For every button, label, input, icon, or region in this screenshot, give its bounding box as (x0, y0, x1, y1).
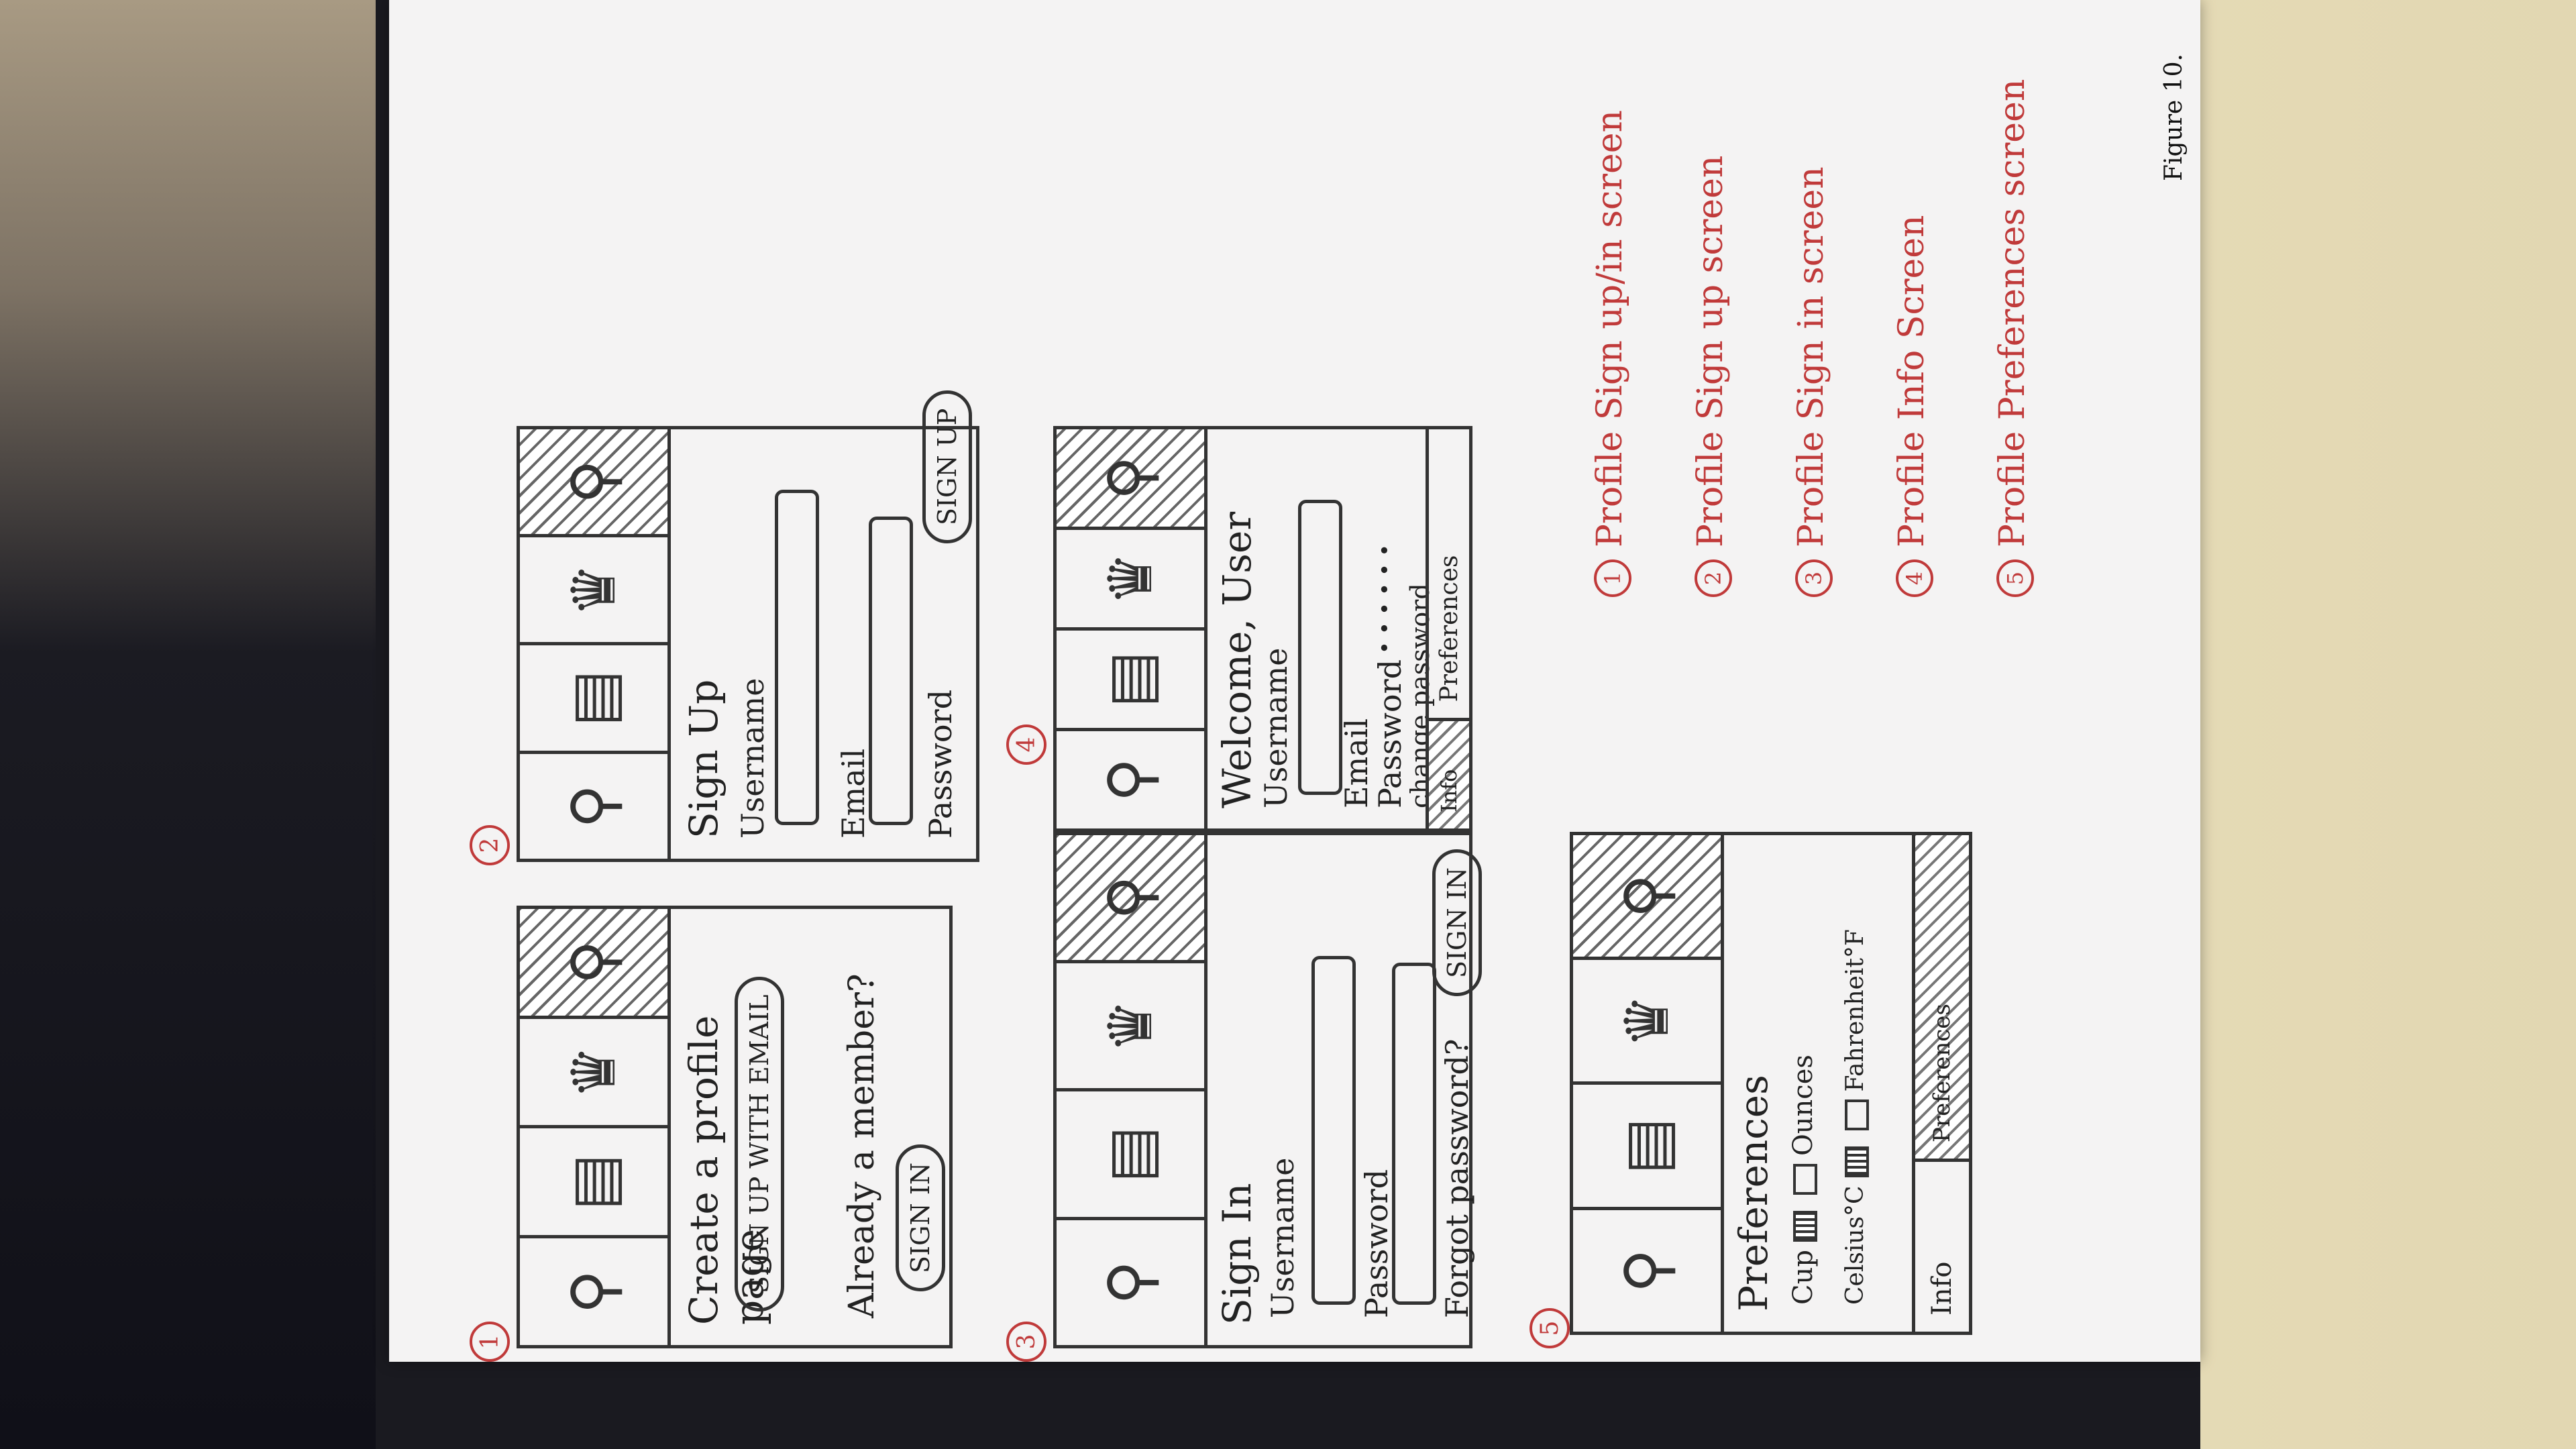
tab-info[interactable]: Info (1915, 1159, 1969, 1332)
fahrenheit-label: Fahrenheit°F (1841, 929, 1869, 1092)
bottom-tab-bar: Info Preferences (1426, 429, 1469, 828)
password-input[interactable] (1392, 963, 1436, 1305)
password-label: Password (922, 689, 959, 839)
profile-icon[interactable]: ⚲ (1057, 835, 1204, 961)
tab-preferences[interactable]: Preferences (1915, 835, 1969, 1159)
tab-bar: ⚲ ▤ ♛ ⚲ (520, 429, 671, 859)
screen-number-5: 5 (1529, 1308, 1570, 1348)
tab-bar: ⚲ ▤ ♛ ⚲ (520, 909, 671, 1345)
forgot-password-link[interactable]: Forgot password? (1439, 1038, 1475, 1318)
celsius-label: Celsius°C (1841, 1185, 1869, 1305)
legend-item-1: 1Profile Sign up/in screen (1590, 110, 1631, 597)
tab-bar: ⚲ ▤ ♛ ⚲ (1057, 835, 1208, 1345)
search-icon[interactable]: ⚲ (520, 1235, 667, 1345)
profile-icon[interactable]: ⚲ (520, 429, 667, 535)
legend-item-2: 2Profile Sign up screen (1690, 156, 1732, 597)
sketch-paper: 1 ⚲ ▤ ♛ ⚲ Create a profile page SIGN UP … (389, 0, 2200, 1362)
background-shelf (0, 0, 376, 1449)
cup-label: Cup (1788, 1250, 1819, 1305)
legend-item-4: 4Profile Info Screen (1892, 215, 1933, 597)
signin-button[interactable]: SIGN IN (896, 1144, 945, 1291)
screen-number-3: 3 (1006, 1322, 1046, 1362)
ounces-label: Ounces (1788, 1055, 1819, 1157)
search-icon[interactable]: ⚲ (520, 750, 667, 859)
signin-button[interactable]: SIGN IN (1432, 849, 1482, 996)
profile-icon[interactable]: ⚲ (1573, 835, 1721, 957)
legend-item-5: 5Profile Preferences screen (1992, 79, 2034, 597)
already-member-text: Already a member? (842, 973, 882, 1318)
ounces-checkbox[interactable] (1793, 1164, 1817, 1195)
chef-hat-icon[interactable]: ♛ (1057, 527, 1204, 627)
screen-number-1: 1 (470, 1322, 510, 1362)
username-input[interactable] (1311, 956, 1356, 1305)
screen-4-frame: ⚲ ▤ ♛ ⚲ Welcome, User Username Email Pas… (1053, 426, 1472, 832)
unit-row-cup-ounces: Cup Ounces (1788, 1055, 1819, 1305)
book-icon[interactable]: ▤ (1573, 1081, 1721, 1207)
screen-number-2: 2 (470, 825, 510, 865)
book-icon[interactable]: ▤ (520, 642, 667, 751)
tab-bar: ⚲ ▤ ♛ ⚲ (1057, 429, 1208, 828)
signup-button[interactable]: SIGN UP (922, 390, 972, 543)
profile-icon[interactable]: ⚲ (1057, 429, 1204, 527)
search-icon[interactable]: ⚲ (1573, 1206, 1721, 1332)
sketch-content: 1 ⚲ ▤ ♛ ⚲ Create a profile page SIGN UP … (389, 0, 2200, 1362)
search-icon[interactable]: ⚲ (1057, 1216, 1204, 1345)
screen-number-4: 4 (1006, 724, 1046, 765)
username-label: Username (1258, 647, 1294, 808)
email-label: Email (835, 748, 871, 839)
screen-3-frame: ⚲ ▤ ♛ ⚲ Sign In Username Password Forgot… (1053, 832, 1482, 1348)
screen-1-frame: ⚲ ▤ ♛ ⚲ Create a profile page SIGN UP WI… (517, 906, 953, 1348)
book-icon[interactable]: ▤ (520, 1125, 667, 1236)
celsius-checkbox[interactable] (1845, 1146, 1869, 1178)
tab-info[interactable]: Info (1429, 718, 1469, 828)
tab-bar: ⚲ ▤ ♛ ⚲ (1573, 835, 1724, 1332)
screen-5-frame: ⚲ ▤ ♛ ⚲ Preferences Cup Ounces Celsius°C F… (1570, 832, 1972, 1335)
email-label: Email (1338, 718, 1375, 808)
legend-item-3: 3Profile Sign in screen (1791, 166, 1833, 597)
profile-icon[interactable]: ⚲ (520, 909, 667, 1016)
username-input[interactable] (1298, 500, 1342, 795)
password-label: Password (1372, 659, 1408, 808)
screen-2-frame: ⚲ ▤ ♛ ⚲ Sign Up Username Email Password … (517, 390, 979, 862)
search-icon[interactable]: ⚲ (1057, 728, 1204, 828)
page-title: Welcome, User (1214, 511, 1260, 808)
page-title: Preferences (1731, 1075, 1776, 1311)
username-label: Username (735, 678, 771, 839)
page-title: Sign In (1214, 1183, 1260, 1325)
figure-caption: Figure 10. (2160, 54, 2188, 181)
username-label: Username (1265, 1157, 1301, 1318)
chef-hat-icon[interactable]: ♛ (1573, 957, 1721, 1082)
bottom-tab-bar: Info Preferences (1912, 835, 1969, 1332)
fahrenheit-checkbox[interactable] (1845, 1099, 1869, 1131)
chef-hat-icon[interactable]: ♛ (1057, 960, 1204, 1089)
page-title: Sign Up (681, 679, 727, 839)
chef-hat-icon[interactable]: ♛ (520, 534, 667, 643)
book-icon[interactable]: ▤ (1057, 1088, 1204, 1217)
book-icon[interactable]: ▤ (1057, 627, 1204, 728)
username-input[interactable] (775, 490, 819, 825)
email-input[interactable] (869, 517, 913, 825)
unit-row-temperature: Celsius°C Fahrenheit°F (1841, 929, 1869, 1305)
chef-hat-icon[interactable]: ♛ (520, 1015, 667, 1126)
password-dots: • • • • • • (1372, 543, 1397, 654)
cup-checkbox[interactable] (1793, 1211, 1817, 1242)
tab-preferences[interactable]: Preferences (1435, 555, 1463, 702)
signup-email-button[interactable]: SIGN UP WITH EMAIL (735, 976, 784, 1311)
password-label: Password (1358, 1169, 1395, 1318)
